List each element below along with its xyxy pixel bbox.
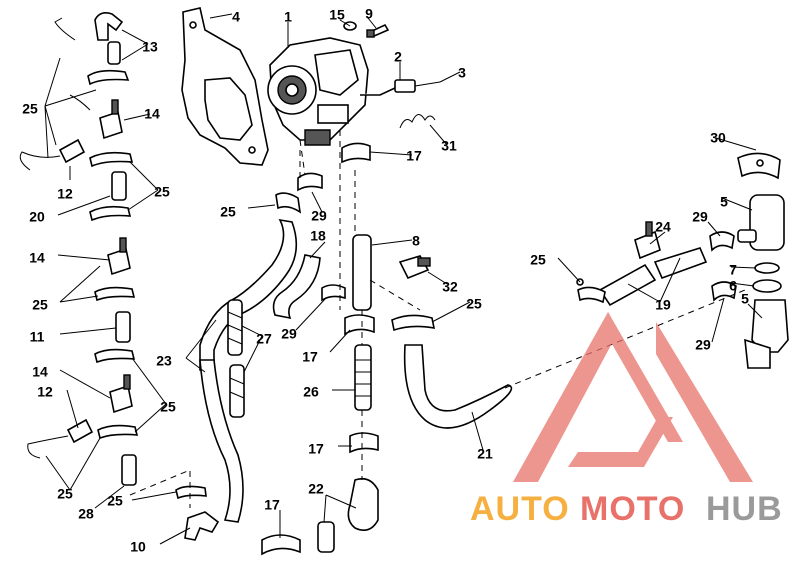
long-hoses xyxy=(199,192,302,523)
callout-15: 15 xyxy=(329,7,345,23)
callout-25: 25 xyxy=(160,399,176,415)
flow-lines xyxy=(129,130,746,508)
elbow-hose xyxy=(403,344,513,429)
callout-14: 14 xyxy=(144,106,160,122)
callout-29: 29 xyxy=(692,209,708,225)
callout-27: 27 xyxy=(256,331,272,347)
watermark-text-hub: HUB xyxy=(706,490,783,528)
callout-26: 26 xyxy=(303,384,319,400)
callout-29: 29 xyxy=(281,326,297,342)
callout-28: 28 xyxy=(78,506,94,522)
callout-22: 22 xyxy=(308,481,324,497)
watermark-text-auto: AUTO xyxy=(470,490,570,528)
callout-12: 12 xyxy=(57,186,73,202)
callout-1: 1 xyxy=(284,9,292,25)
callout-7: 7 xyxy=(729,262,737,278)
callout-11: 11 xyxy=(30,329,45,345)
callout-25: 25 xyxy=(466,296,482,312)
left-fuel-line-group xyxy=(19,12,220,541)
callout-25: 25 xyxy=(154,184,170,200)
leader-lines xyxy=(44,13,763,545)
callout-25: 25 xyxy=(22,101,38,117)
callout-5: 5 xyxy=(741,291,749,307)
callout-17: 17 xyxy=(308,441,324,457)
callout-30: 30 xyxy=(710,130,726,146)
callout-17: 17 xyxy=(406,148,422,164)
bracket-plate xyxy=(181,7,269,166)
spring-clip xyxy=(399,114,436,129)
callout-25: 25 xyxy=(530,252,546,268)
callout-2: 2 xyxy=(394,49,402,65)
screw xyxy=(366,23,390,38)
callout-25: 25 xyxy=(220,204,236,220)
callout-23: 23 xyxy=(156,353,172,369)
callout-6: 6 xyxy=(729,278,737,294)
callout-29: 29 xyxy=(695,337,711,353)
callout-13: 13 xyxy=(142,39,158,55)
callout-19: 19 xyxy=(655,297,671,313)
callout-9: 9 xyxy=(365,6,373,22)
callout-10: 10 xyxy=(130,539,146,555)
callout-32: 32 xyxy=(442,279,458,295)
callout-25: 25 xyxy=(57,486,73,502)
watermark-text-moto: MOTO xyxy=(580,490,685,528)
callout-3: 3 xyxy=(458,65,466,81)
callout-17: 17 xyxy=(264,497,280,513)
callout-29: 29 xyxy=(311,208,327,224)
callout-17: 17 xyxy=(302,349,318,365)
callout-12: 12 xyxy=(37,384,53,400)
callout-5: 5 xyxy=(720,194,728,210)
bottom-hose-and-clamp xyxy=(261,477,379,556)
automotohub-watermark: AUTO MOTO HUB xyxy=(470,312,783,528)
right-filter-group xyxy=(576,152,789,369)
sensor-with-wire xyxy=(360,79,441,96)
callout-14: 14 xyxy=(32,364,48,380)
callout-25: 25 xyxy=(107,493,123,509)
fuel-pump-assembly xyxy=(267,37,369,146)
callout-4: 4 xyxy=(232,9,240,25)
callout-8: 8 xyxy=(412,233,420,249)
callout-25: 25 xyxy=(32,297,48,313)
callout-18: 18 xyxy=(310,228,326,244)
callout-24: 24 xyxy=(655,219,671,235)
callout-31: 31 xyxy=(441,138,457,154)
callout-21: 21 xyxy=(477,446,493,462)
callout-14: 14 xyxy=(29,250,45,266)
watermark-triangle-icon xyxy=(513,312,753,482)
callout-20: 20 xyxy=(29,209,45,225)
center-hoses-and-clamps xyxy=(272,142,436,454)
